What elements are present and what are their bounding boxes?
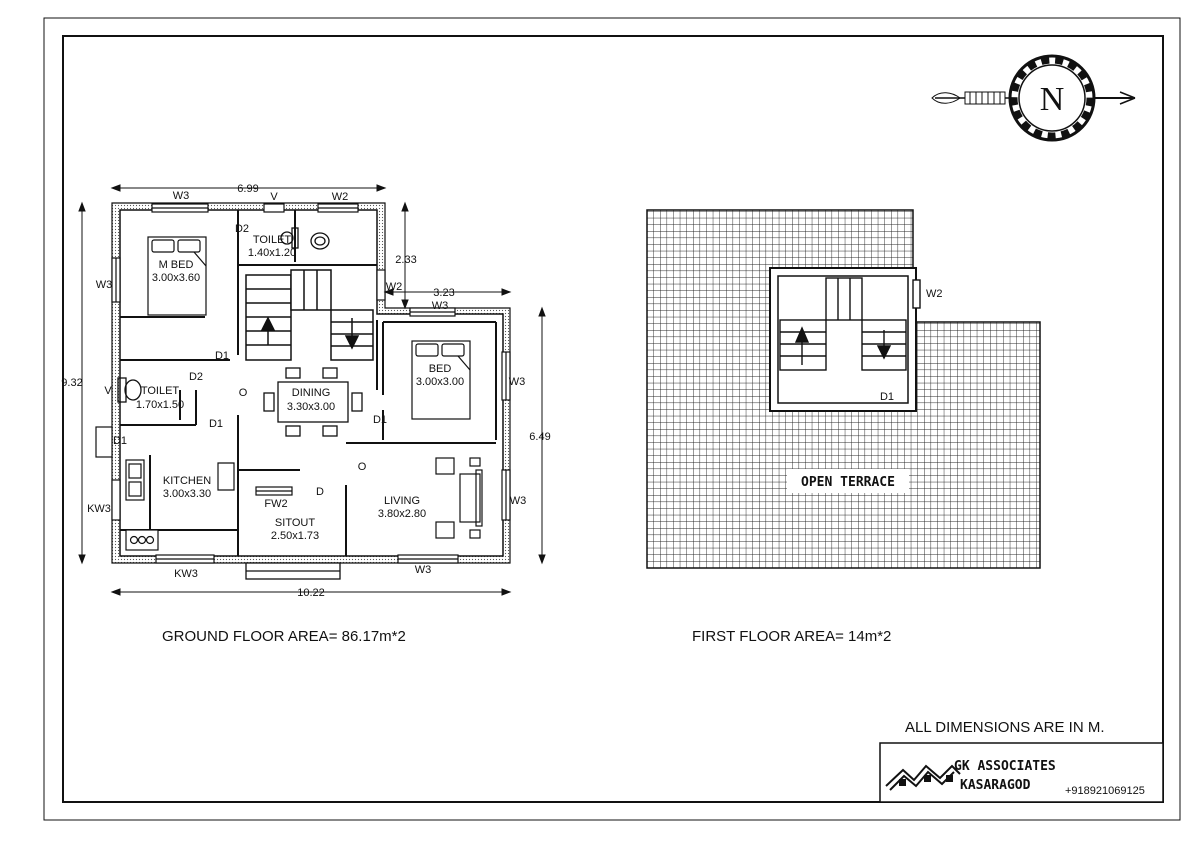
mark-w3-left: W3 — [96, 279, 113, 291]
mark-w3-bed-top: W3 — [432, 300, 449, 312]
room-bed-name: BED — [429, 363, 452, 375]
inner-border — [62, 35, 1164, 803]
mark-w3-top: W3 — [173, 190, 190, 202]
room-living-name: LIVING — [384, 495, 420, 507]
room-sitout-size: 2.50x1.73 — [271, 530, 319, 542]
room-mbed-name: M BED — [159, 259, 194, 271]
ground-floor-labels: 6.99 9.32 2.33 3.23 6.49 10.22 M BED 3.0… — [61, 183, 550, 599]
firm-city: KASARAGOD — [960, 778, 1031, 793]
mark-d-sitout: D — [316, 486, 324, 498]
first-floor-mark-w2: W2 — [926, 288, 943, 300]
firm-name: GK ASSOCIATES — [954, 759, 1056, 774]
dim-step-b: 3.23 — [433, 287, 454, 299]
mark-w3-bottom: W3 — [415, 564, 432, 576]
north-arrow-icon: N — [931, 54, 1136, 142]
mark-d1-toilet: D1 — [209, 418, 223, 430]
title-block: GK ASSOCIATES KASARAGOD +918921069125 — [879, 742, 1164, 803]
mark-v-left: V — [104, 385, 112, 397]
mark-kw3-left: KW3 — [87, 503, 111, 515]
room-living-size: 3.80x2.80 — [378, 508, 426, 520]
room-mbed-size: 3.00x3.60 — [152, 272, 200, 284]
room-bed-size: 3.00x3.00 — [416, 376, 464, 388]
mark-d1-kitchen: D1 — [113, 435, 127, 447]
firm-phone: +918921069125 — [1065, 785, 1145, 797]
mark-v-top: V — [270, 191, 278, 203]
first-floor-mark-d1: D1 — [880, 391, 894, 403]
mark-o-living: O — [358, 461, 367, 473]
room-kitchen-name: KITCHEN — [163, 475, 211, 487]
outer-border — [43, 17, 1181, 821]
dim-bottom-width: 10.22 — [297, 587, 325, 599]
dimensions-note: ALL DIMENSIONS ARE IN M. — [905, 719, 1105, 736]
mark-w2-right: W2 — [386, 281, 403, 293]
room-dining-name: DINING — [292, 387, 331, 399]
room-toilet2-size: 1.70x1.50 — [136, 399, 184, 411]
mark-fw2: FW2 — [264, 498, 287, 510]
mark-w3-bed-right: W3 — [509, 376, 526, 388]
mark-d2-top: D2 — [235, 223, 249, 235]
dim-right-depth: 6.49 — [529, 431, 550, 443]
mark-w3-living-right: W3 — [510, 495, 527, 507]
mark-w2-top: W2 — [332, 191, 349, 203]
mark-o-left: O — [239, 387, 248, 399]
room-sitout-name: SITOUT — [275, 517, 315, 529]
north-letter: N — [1040, 81, 1065, 118]
room-kitchen-size: 3.00x3.30 — [163, 488, 211, 500]
first-floor-area: FIRST FLOOR AREA= 14m*2 — [692, 628, 891, 645]
mark-d1-bed: D1 — [373, 414, 387, 426]
mark-d2-toilet: D2 — [189, 371, 203, 383]
firm-logo — [885, 764, 961, 791]
mark-d1-stair: D1 — [215, 350, 229, 362]
room-dining-size: 3.30x3.00 — [287, 401, 335, 413]
mark-kw3-bottom: KW3 — [174, 568, 198, 580]
dim-overall-width: 6.99 — [237, 183, 258, 195]
first-floor-terrace-label: OPEN TERRACE — [801, 475, 895, 490]
ground-floor-area: GROUND FLOOR AREA= 86.17m*2 — [162, 628, 406, 645]
ground-floor-plan — [78, 184, 546, 596]
room-toilet2-name: TOILET — [141, 385, 180, 397]
dim-step-a: 2.33 — [395, 254, 416, 266]
dim-overall-depth: 9.32 — [61, 377, 82, 389]
first-floor-plan: OPEN TERRACE W2 D1 — [646, 209, 1041, 569]
room-toilet1-name: TOILET — [253, 234, 292, 246]
room-toilet1-size: 1.40x1.20 — [248, 247, 296, 259]
